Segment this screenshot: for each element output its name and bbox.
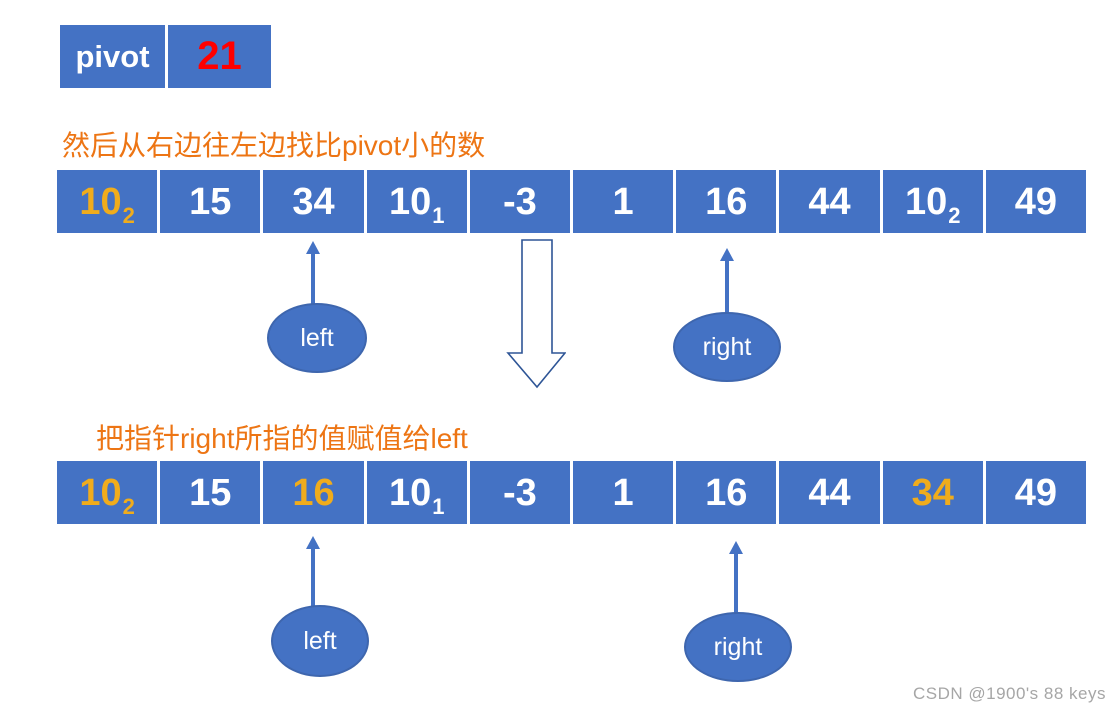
array-cell: 16 [676, 461, 777, 524]
array-cell: 34 [882, 461, 983, 524]
left-pointer-ellipse-row2: left [271, 605, 369, 677]
array-cell: 44 [779, 461, 880, 524]
subscript: 1 [432, 203, 445, 228]
up-arrow-icon [729, 541, 743, 614]
right-pointer-ellipse-row2: right [684, 612, 792, 682]
array-cell: 16 [676, 170, 777, 233]
caption-step1: 然后从右边往左边找比pivot小的数 [62, 130, 486, 161]
down-arrow-icon [506, 239, 566, 389]
array-cell: 16 [263, 461, 364, 524]
pivot-box: pivot 21 [60, 25, 271, 88]
array-cell: 15 [160, 170, 261, 233]
up-arrow-icon [720, 248, 734, 314]
left-pointer-ellipse-row1: left [267, 303, 367, 373]
caption-step2: 把指针right所指的值赋值给left [96, 423, 468, 454]
up-arrow-icon [306, 241, 320, 305]
subscript: 2 [948, 203, 961, 228]
array-cell: 1 [573, 461, 674, 524]
array-cell: 34 [263, 170, 364, 233]
right-pointer-ellipse-row1: right [673, 312, 781, 382]
array-cell: 44 [779, 170, 880, 233]
array-cell: 49 [985, 170, 1087, 233]
array-cell: -3 [469, 461, 571, 524]
subscript: 1 [432, 494, 445, 519]
watermark: CSDN @1900's 88 keys [912, 684, 1106, 703]
up-arrow-icon [306, 536, 320, 607]
array-cell: 49 [985, 461, 1087, 524]
array-cell: 15 [160, 461, 261, 524]
array-cell: 1 [573, 170, 674, 233]
pivot-value-cell: 21 [168, 25, 271, 88]
pivot-label-cell: pivot [60, 25, 165, 88]
subscript: 2 [122, 494, 135, 519]
array-cell: -3 [469, 170, 571, 233]
subscript: 2 [122, 203, 135, 228]
